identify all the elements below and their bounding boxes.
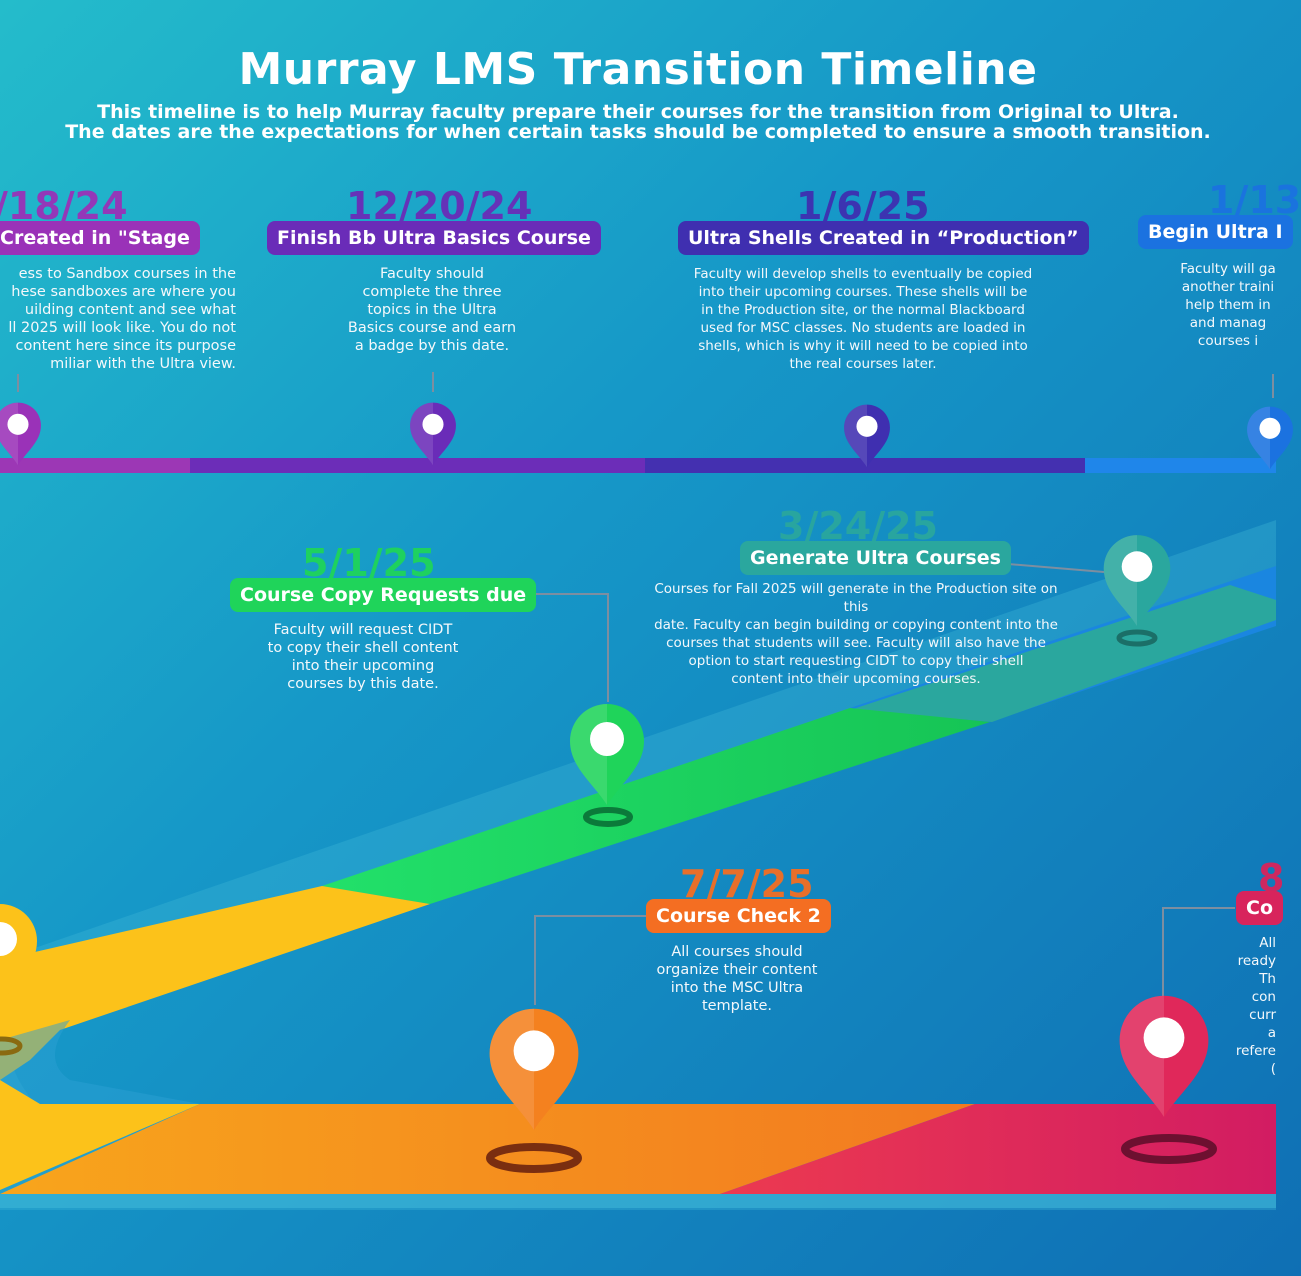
map-pin-icon xyxy=(844,404,890,468)
milestone-date: 3/24/25 xyxy=(778,504,938,548)
milestone-label: Generate Ultra Courses xyxy=(740,541,1011,575)
milestone-label: Co xyxy=(1236,891,1283,925)
map-pin-dot xyxy=(1143,1017,1185,1059)
milestone-description: All ready Th con curr a refere ( xyxy=(1235,935,1276,1077)
page-subtitle: This timeline is to help Murray faculty … xyxy=(0,102,1276,142)
road-segment-yellow xyxy=(0,886,430,1080)
pin-ring-yellow xyxy=(0,1036,23,1056)
map-pin-icon xyxy=(0,402,41,466)
map-pin-dot xyxy=(1259,417,1281,439)
milestone-description: Faculty will request CIDT to copy their … xyxy=(267,622,459,692)
milestone-label: Finish Bb Ultra Basics Course xyxy=(267,221,601,255)
milestone-description: All courses should organize their conten… xyxy=(656,944,818,1014)
map-pin-icon xyxy=(489,1008,579,1130)
milestone-label: Begin Ultra I xyxy=(1138,215,1293,249)
pin-ring-pink xyxy=(1121,1134,1217,1164)
map-pin-icon xyxy=(1103,535,1171,626)
timeline-bar-violet xyxy=(190,458,645,473)
road-segment-green xyxy=(322,708,990,904)
milestone-label: Created in "Stage xyxy=(0,221,200,255)
subtitle-line-2: The dates are the expectations for when … xyxy=(65,121,1211,143)
milestone-description: Faculty will ga another traini help them… xyxy=(1180,261,1276,349)
map-pin-icon xyxy=(410,402,456,466)
road-segment-orange xyxy=(0,1104,975,1194)
milestone-label: Course Copy Requests due xyxy=(230,578,537,612)
milestone-description: ess to Sandbox courses in the hese sandb… xyxy=(8,266,236,372)
milestone-label: Ultra Shells Created in “Production” xyxy=(678,221,1089,255)
milestone-date: 5/1/25 xyxy=(302,541,436,585)
map-pin-icon xyxy=(0,904,37,1005)
map-pin-icon xyxy=(1119,995,1209,1117)
road-curve-inner xyxy=(0,1020,200,1104)
milestone-description: Courses for Fall 2025 will generate in t… xyxy=(654,581,1058,687)
timeline-bar-indigo xyxy=(645,458,1085,473)
milestone-description: Faculty should complete the three topics… xyxy=(347,266,517,354)
milestone-date: 1/13 xyxy=(1208,178,1301,222)
connector-lines xyxy=(17,372,1274,1005)
page-title: Murray LMS Transition Timeline xyxy=(238,44,1038,95)
road-bottom-edge xyxy=(0,1194,1276,1208)
map-pin-dot xyxy=(7,413,29,435)
map-pin-dot xyxy=(0,922,17,956)
pin-ring-green xyxy=(583,807,633,827)
road-segment-pink xyxy=(720,1104,1276,1194)
milestone-date: 12/20/24 xyxy=(346,184,533,228)
map-pin-dot xyxy=(856,415,878,437)
map-pin-icon xyxy=(570,704,644,805)
milestone-description: Faculty will develop shells to eventuall… xyxy=(693,266,1033,372)
map-pin-dot xyxy=(1121,551,1153,582)
timeline-bar-purple xyxy=(0,458,190,473)
road-segment-teal-b xyxy=(850,585,1276,722)
milestone-date: 1/6/25 xyxy=(796,184,930,228)
map-pin-dot xyxy=(513,1030,555,1072)
map-pin-dot xyxy=(422,413,444,435)
pin-ring-teal xyxy=(1116,629,1158,647)
milestone-date: 7/7/25 xyxy=(680,862,814,906)
timeline-bar-blue xyxy=(1085,458,1276,473)
milestone-date: /18/24 xyxy=(0,184,128,228)
pin-ring-orange xyxy=(486,1143,582,1173)
subtitle-line-1: This timeline is to help Murray faculty … xyxy=(97,101,1179,123)
milestone-label: Course Check 2 xyxy=(646,899,831,933)
map-pin-icon xyxy=(1247,406,1293,470)
map-pin-dot xyxy=(590,722,624,756)
road-segment-yellow-bottom xyxy=(0,1080,200,1190)
